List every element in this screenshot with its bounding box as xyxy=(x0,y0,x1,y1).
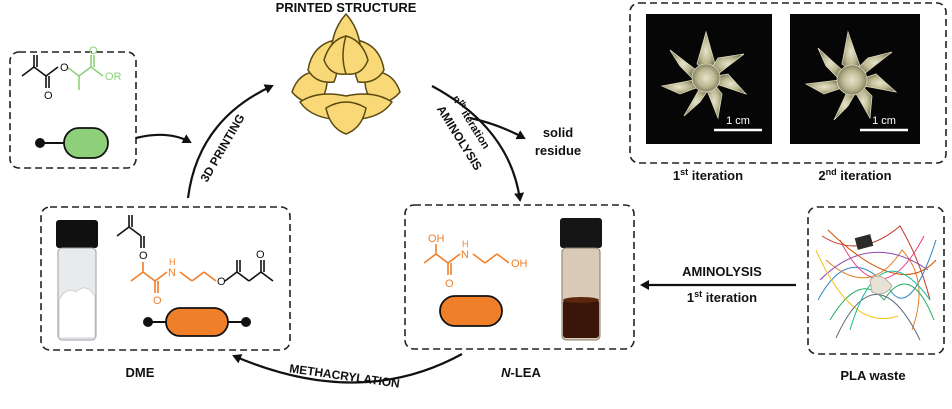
monomer-o-ester: O xyxy=(60,62,69,74)
dme-structure xyxy=(116,215,274,293)
arrow-aminolysis-nth xyxy=(431,85,524,202)
iteration2-scale-label: 1 cm xyxy=(872,115,896,127)
monomer-box xyxy=(9,51,137,169)
printed-structure-label: PRINTED STRUCTURE xyxy=(276,0,417,15)
arrow-3d-printing xyxy=(186,84,274,199)
monomer-o-carbonyl: O xyxy=(44,90,53,102)
dme-h: H xyxy=(169,257,176,267)
arrow-methacrylation xyxy=(232,353,463,384)
nlea-structure xyxy=(423,244,510,275)
iteration2-photo xyxy=(790,14,920,144)
dme-box xyxy=(40,206,291,351)
monomer-pill-end xyxy=(35,138,45,148)
iteration1-photo xyxy=(646,14,772,144)
iteration2-label: 2nd iteration xyxy=(818,167,891,183)
dme-o-orange: O xyxy=(153,295,162,307)
first-iteration-label: 1st iteration xyxy=(687,289,757,305)
iteration1-scale-label: 1 cm xyxy=(726,115,750,127)
aminolysis-first-label: AMINOLYSIS xyxy=(682,264,762,279)
nlea-label: N-LEA xyxy=(501,365,541,380)
nlea-o-carbonyl: O xyxy=(445,278,454,290)
lotus-icon xyxy=(291,13,401,135)
dme-pill-end-right xyxy=(241,317,251,327)
dme-o-ester1: O xyxy=(139,250,148,262)
iterations-box xyxy=(629,2,947,164)
nlea-box xyxy=(404,204,635,350)
printing-label: 3D PRINTING xyxy=(197,112,247,185)
solid-residue-label-1: solid xyxy=(543,125,573,140)
pla-waste-label: PLA waste xyxy=(840,368,905,383)
methacrylation-label: METHACRYLATION xyxy=(288,361,400,390)
iteration1-label: 1st iteration xyxy=(673,167,743,183)
pla-waste-photo xyxy=(815,225,937,341)
nlea-vial-photo xyxy=(560,218,602,341)
pla-waste-box xyxy=(807,206,945,355)
nlea-orange-pill xyxy=(439,295,503,327)
dme-o-carbonyl2: O xyxy=(256,249,265,261)
nlea-nh: N xyxy=(461,249,469,261)
monomer-structure xyxy=(21,55,104,90)
dme-pill-end-left xyxy=(143,317,153,327)
arrow-monomer-to-print xyxy=(135,133,192,144)
monomer-or-group: OR xyxy=(105,71,122,83)
dme-label: DME xyxy=(126,365,155,380)
dme-nh: N xyxy=(168,267,176,279)
dme-orange-pill xyxy=(165,307,229,337)
monomer-green-pill xyxy=(63,127,109,159)
solid-residue-label-2: residue xyxy=(535,143,581,158)
arrow-solid-residue xyxy=(469,116,526,140)
nlea-h: H xyxy=(462,239,469,249)
monomer-o-green: O xyxy=(89,45,98,57)
nlea-oh-top: OH xyxy=(428,233,445,245)
nlea-oh-end: OH xyxy=(511,258,528,270)
dme-vial-photo xyxy=(56,220,98,341)
dme-o-ester2: O xyxy=(217,276,226,288)
